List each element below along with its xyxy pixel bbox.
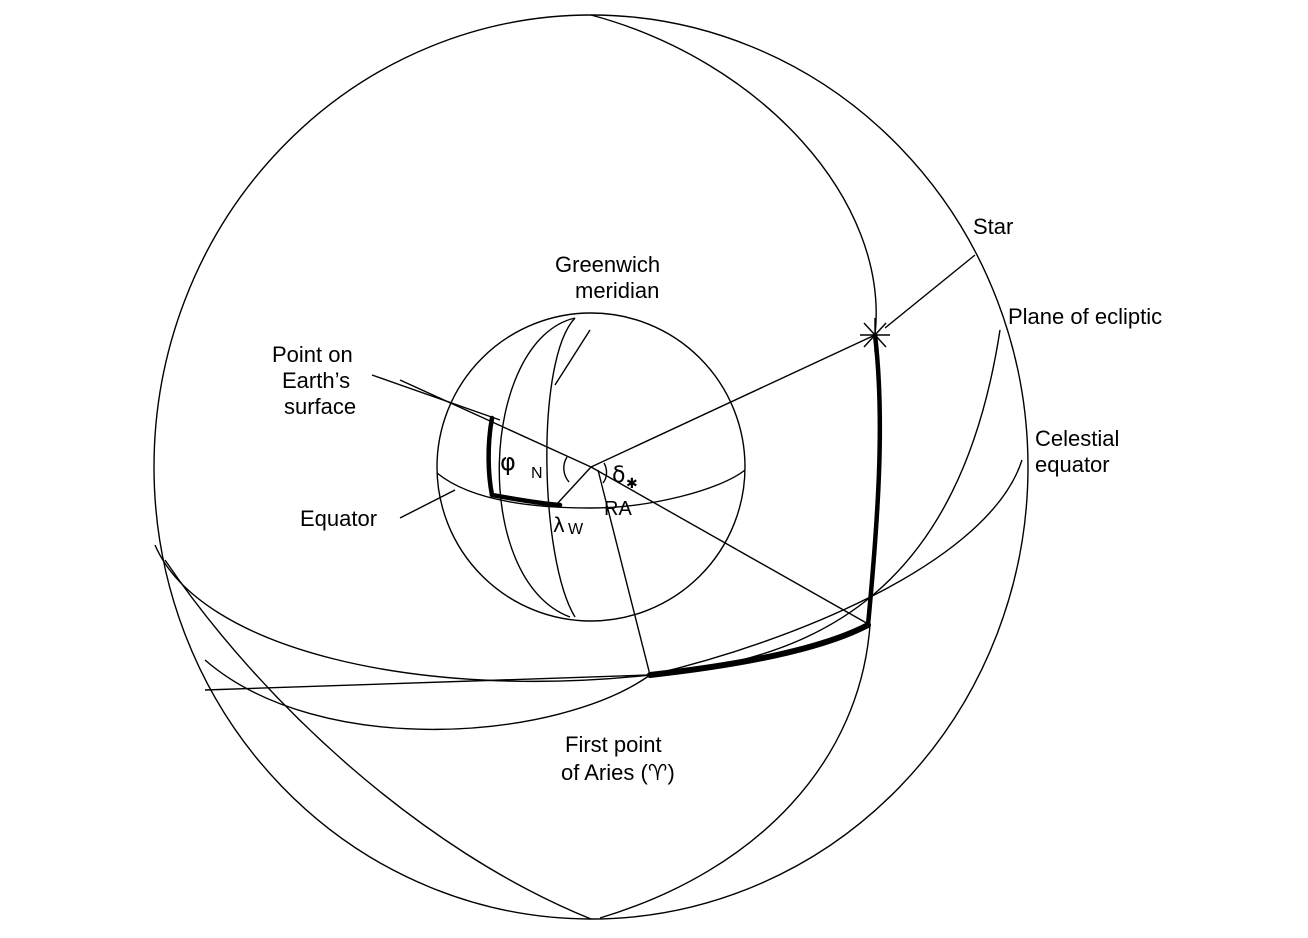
delta-symbol: δ (612, 463, 625, 488)
delta-angle-arc (602, 462, 608, 484)
point-label-1: Point on (272, 342, 353, 367)
equator-label: Equator (300, 506, 377, 531)
point-label-2: Earth’s (282, 368, 350, 393)
phi-angle-arc (563, 456, 570, 483)
aries-label-1: First point (565, 732, 662, 757)
latitude-arc (486, 415, 495, 498)
ra-label: RA (604, 498, 632, 520)
greenwich-leader (554, 329, 591, 386)
greenwich-label-1: Greenwich (555, 252, 660, 277)
delta-subscript: ✱ (626, 476, 638, 492)
point-leader (371, 374, 501, 421)
phi-symbol: φ (500, 448, 516, 476)
right-ascension-arc (647, 622, 871, 678)
celestial-equator-label-2: equator (1035, 452, 1110, 477)
lambda-symbol: λ (553, 513, 565, 537)
phi-subscript: N (531, 465, 543, 482)
plane-of-ecliptic-label: Plane of ecliptic (1008, 304, 1162, 329)
star-label: Star (973, 214, 1013, 239)
celestial-equator-label-1: Celestial (1035, 426, 1119, 451)
equator-leader (399, 489, 456, 519)
earth-meridian-greenwich (546, 317, 576, 618)
right-meridian-arc (599, 624, 871, 919)
aries-label-2: of Aries (♈) (561, 760, 675, 785)
line-to-star (590, 334, 876, 468)
star-icon (860, 318, 890, 352)
line-to-equator-point (590, 466, 871, 626)
line-to-aries (597, 469, 651, 676)
earth-sphere (436, 312, 746, 622)
declination-arc (865, 332, 883, 628)
earth-equator (436, 469, 746, 509)
line-to-lambda (555, 466, 592, 506)
longitude-arc (489, 492, 563, 508)
line-to-point (399, 379, 592, 468)
earth-meridian-left (498, 317, 576, 618)
star-meridian-arc (590, 14, 877, 336)
ecliptic-to-aries (204, 674, 651, 691)
greenwich-label-2: meridian (575, 278, 659, 303)
star-leader (884, 254, 976, 329)
lambda-subscript: W (568, 521, 584, 538)
point-label-3: surface (284, 394, 356, 419)
lower-meridian-arc (164, 559, 592, 920)
